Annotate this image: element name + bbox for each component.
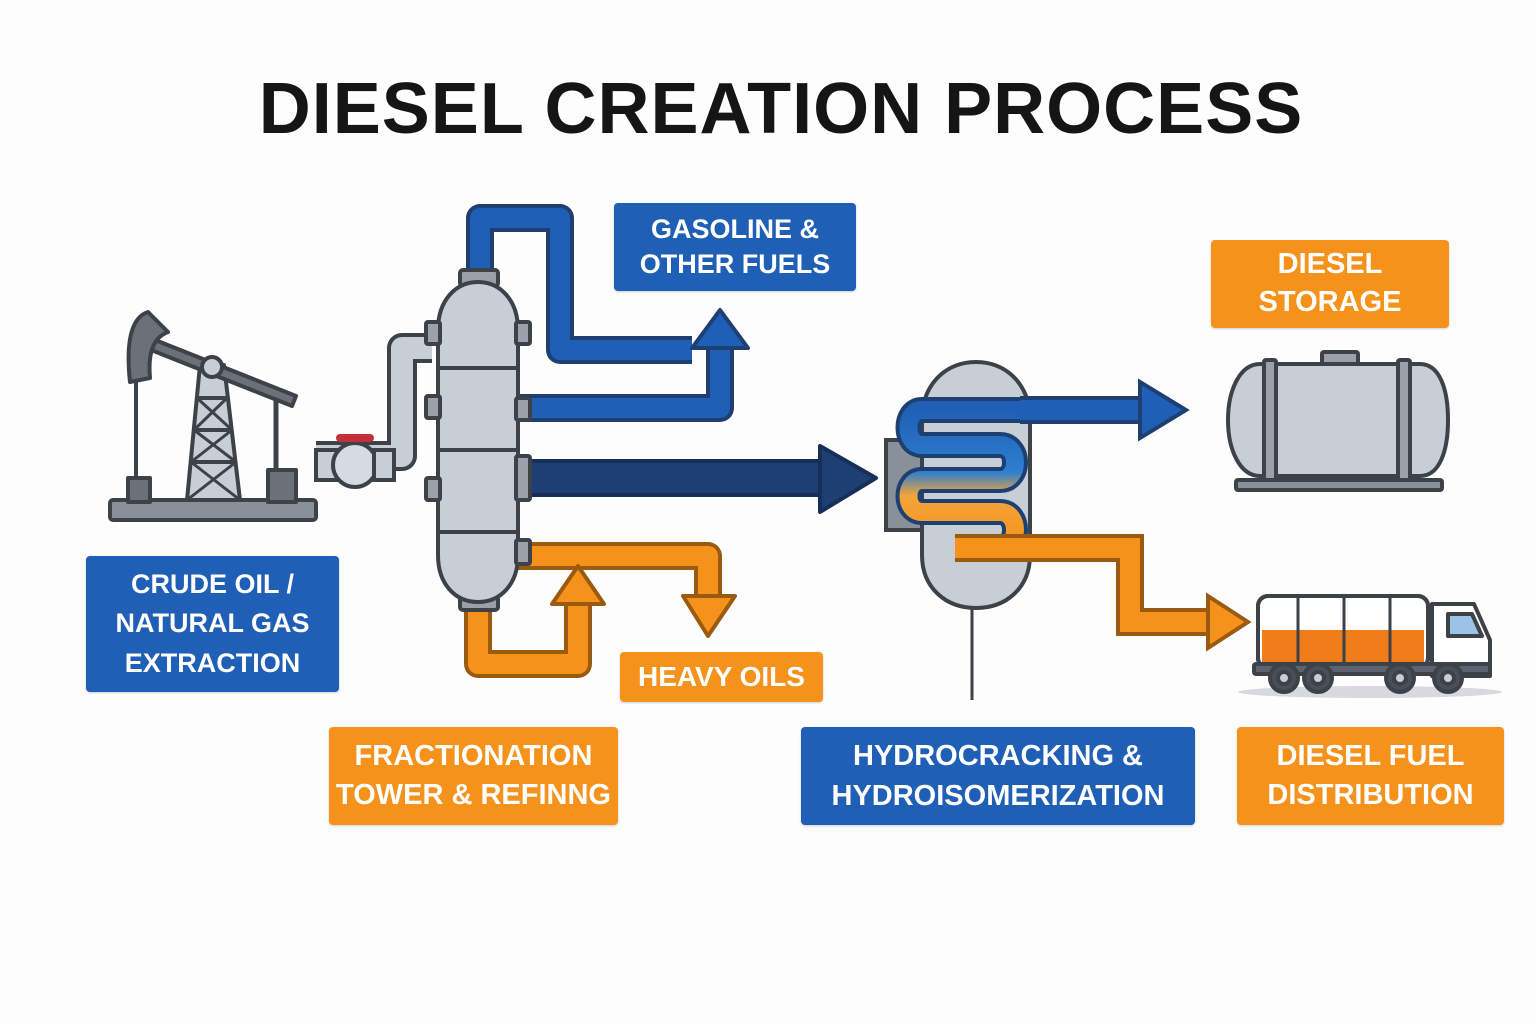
fractionation-tower-icon xyxy=(424,268,532,612)
crude-label-line-1: CRUDE OIL / xyxy=(130,569,294,600)
diesel-storage-label: DIESEL STORAGE xyxy=(1211,240,1449,328)
feed-pipe xyxy=(316,333,432,471)
hydrocracking-label-line-2: HYDROISOMERIZATION xyxy=(831,780,1165,812)
heavy-oils-label-text: HEAVY OILS xyxy=(637,661,805,693)
tower-pipes xyxy=(464,204,826,678)
valve-icon xyxy=(314,434,396,489)
gasoline-label-line-2: OTHER FUELS xyxy=(639,249,831,279)
storage-tank-icon xyxy=(1225,350,1451,492)
pumpjack-icon xyxy=(108,310,318,522)
hydrocracking-label-line-1: HYDROCRACKING & xyxy=(853,739,1143,772)
hydrocracking-reactor-icon xyxy=(884,359,1252,700)
gasoline-label: GASOLINE & OTHER FUELS xyxy=(614,203,856,291)
hydrocracking-label: HYDROCRACKING & HYDROISOMERIZATION xyxy=(801,727,1195,825)
heavy-oils-label: HEAVY OILS xyxy=(620,652,823,702)
diesel-storage-label-line-2: STORAGE xyxy=(1258,286,1402,318)
fractionation-label: FRACTIONATION TOWER & REFINNG xyxy=(329,727,618,825)
crude-label-line-2: NATURAL GAS xyxy=(115,608,310,639)
page-title: DIESEL CREATION PROCESS xyxy=(258,69,1304,149)
distribution-label-line-2: DISTRIBUTION xyxy=(1267,779,1474,811)
tanker-truck-icon xyxy=(1238,594,1502,698)
crude-label-line-3: EXTRACTION xyxy=(124,647,301,678)
flow-arrowheads xyxy=(550,308,878,638)
distribution-label: DIESEL FUEL DISTRIBUTION xyxy=(1237,727,1504,825)
gasoline-label-line-1: GASOLINE & xyxy=(650,214,819,245)
fractionation-label-line-2: TOWER & REFINNG xyxy=(336,779,611,811)
fractionation-label-line-1: FRACTIONATION xyxy=(354,739,593,772)
diesel-storage-label-line-1: DIESEL xyxy=(1277,248,1383,281)
distribution-label-line-1: DIESEL FUEL xyxy=(1276,739,1465,772)
crude-extraction-label: CRUDE OIL / NATURAL GAS EXTRACTION xyxy=(86,556,339,692)
